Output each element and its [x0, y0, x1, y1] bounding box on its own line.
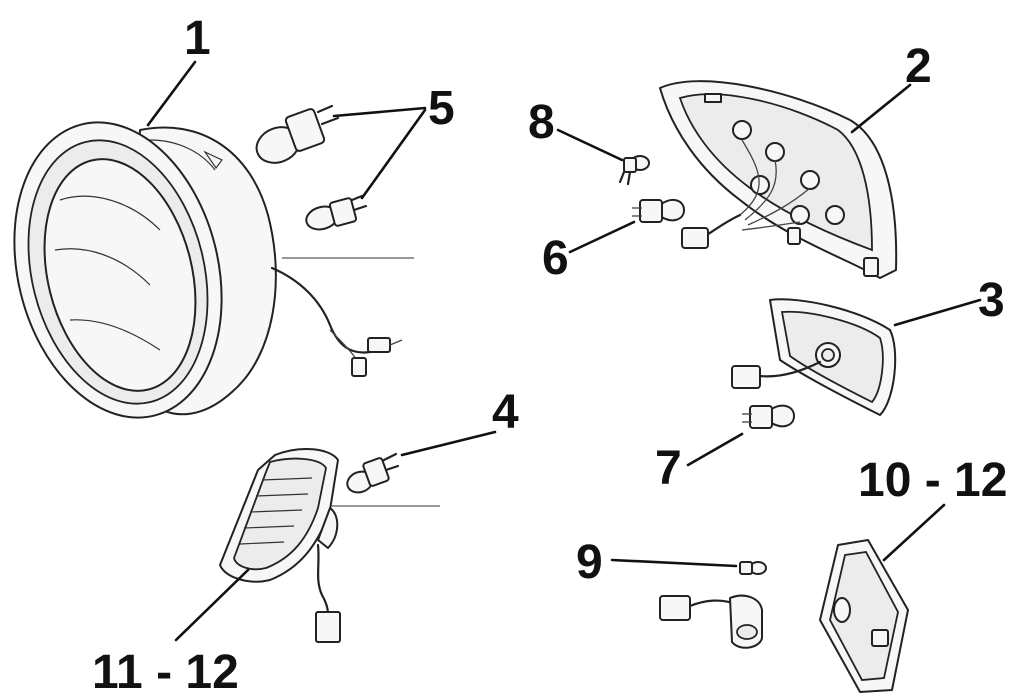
leader-4 — [400, 430, 497, 457]
leader-1 — [146, 60, 197, 127]
callout-7: 7 — [655, 442, 682, 495]
callout-5: 5 — [428, 82, 455, 135]
headlamp-assembly — [13, 121, 414, 419]
callout-11-12: 11 - 12 — [92, 646, 239, 698]
tail-lamp — [659, 80, 898, 279]
bulb-9 — [739, 561, 767, 575]
license-plate-lamp — [819, 539, 909, 693]
leader-10-12 — [882, 503, 946, 562]
callout-10-12: 10 - 12 — [858, 454, 1007, 507]
bulb-7 — [742, 404, 795, 429]
bulb-8 — [618, 155, 650, 186]
leader-11-12 — [174, 568, 250, 642]
side-marker-lamp — [219, 448, 440, 643]
callout-4: 4 — [492, 386, 519, 439]
leader-7 — [686, 432, 744, 467]
leader-3 — [893, 298, 982, 327]
callout-8: 8 — [528, 96, 555, 149]
callout-1: 1 — [184, 12, 211, 65]
license-plate-lamp-socket — [659, 594, 763, 649]
leader-8 — [556, 128, 624, 162]
leader-5a — [332, 106, 427, 118]
leader-9 — [610, 558, 738, 568]
leader-lines — [146, 60, 982, 642]
bulb-4 — [346, 452, 400, 494]
bulb-5-small — [305, 194, 368, 231]
bulb-6 — [632, 198, 685, 223]
bulb-5-large — [255, 104, 340, 164]
callout-3: 3 — [978, 274, 1005, 327]
leader-2 — [850, 83, 912, 134]
rear-fog-lamp — [731, 298, 897, 416]
callout-6: 6 — [542, 232, 569, 285]
leader-5b — [360, 108, 427, 200]
leader-6 — [568, 220, 636, 254]
callout-labels: 1 2 3 4 5 6 7 8 9 10 - 12 11 - 12 — [92, 12, 1007, 698]
callout-2: 2 — [905, 40, 932, 93]
callout-9: 9 — [576, 536, 603, 589]
